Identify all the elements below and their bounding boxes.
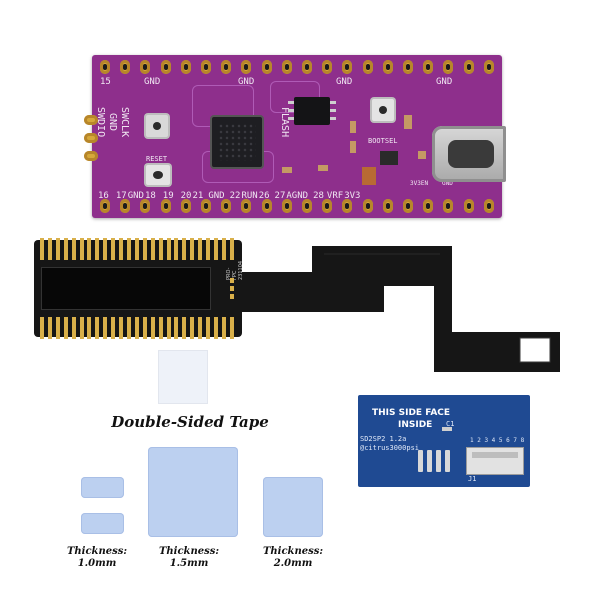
- debug-pads: [84, 115, 98, 161]
- adapter-contact: [418, 450, 423, 472]
- adapter-line2: INSIDE: [398, 420, 433, 430]
- adapter-line1: THIS SIDE FACE: [372, 408, 451, 418]
- thickness-label-2: Thickness:1.5mm: [158, 546, 220, 569]
- tape-title: Double-Sided Tape: [111, 413, 269, 431]
- bottom-pin-labels: 16 17 GND 18 19 20 21 GND 22 RUN 26 27 A…: [98, 191, 361, 201]
- flash-chip: [288, 97, 336, 125]
- pin-label: GND: [144, 77, 161, 87]
- adapter-credit: @citrus3000psi: [360, 444, 420, 452]
- pin-label: 15: [100, 77, 111, 87]
- micro-sd-slot: [466, 447, 524, 475]
- flex-contacts-bottom: [40, 317, 234, 339]
- adapter-pin-numbers: 1 2 3 4 5 6 7 8: [470, 437, 525, 444]
- smd-part: [350, 121, 356, 133]
- bootsel-button[interactable]: [372, 99, 394, 121]
- adapter-contact: [445, 450, 450, 472]
- tape-2mm-piece: [263, 477, 323, 537]
- thickness-label-3: Thickness:2.0mm: [262, 546, 324, 569]
- flex-contacts-top: [40, 238, 234, 260]
- regulator-chip: [380, 151, 398, 165]
- adapter-c1: C1: [446, 420, 455, 428]
- usb-c-port: [432, 126, 506, 182]
- rp2040-chip: [212, 117, 262, 167]
- thickness-label-1: Thickness:1.0mm: [66, 546, 128, 569]
- flex-stiffener: [41, 267, 211, 310]
- pin-label: GND: [336, 77, 353, 87]
- smd-part: [418, 151, 426, 159]
- inductor: [362, 167, 376, 185]
- flex-test-pads: [230, 278, 234, 299]
- bottom-pin-header: [100, 199, 494, 213]
- adapter-j1: J1: [468, 475, 477, 483]
- adapter-contact: [436, 450, 441, 472]
- pin-label: GND: [442, 180, 453, 187]
- pin-label: GND: [436, 77, 453, 87]
- tape-1mm-piece: [81, 513, 124, 534]
- pin-label: 3V3EN: [410, 180, 429, 187]
- smd-part: [350, 141, 356, 153]
- reset-label: RESET: [146, 155, 168, 163]
- smd-part: [442, 427, 452, 431]
- bootsel-label: BOOTSEL: [368, 137, 398, 145]
- sd2sp2-adapter: THIS SIDE FACE INSIDE C1 SD2SP2 1.2a @ci…: [358, 395, 530, 487]
- tape-1mm-piece: [81, 477, 124, 498]
- crystal: [146, 115, 168, 137]
- top-pin-header: [100, 60, 494, 74]
- adapter-model: SD2SP2 1.2a: [360, 435, 407, 443]
- flex-cable: PRO-FPC 231104: [34, 238, 244, 339]
- adapter-contact: [427, 450, 432, 472]
- smd-part: [318, 165, 328, 171]
- smd-part: [282, 167, 292, 173]
- smd-part: [404, 115, 412, 129]
- reset-button[interactable]: [146, 165, 170, 185]
- tape-sample: [158, 350, 208, 404]
- pin-label: GND: [238, 77, 255, 87]
- tape-1-5mm-piece: [148, 447, 238, 537]
- flex-print: PRO-FPC 231104: [226, 260, 244, 280]
